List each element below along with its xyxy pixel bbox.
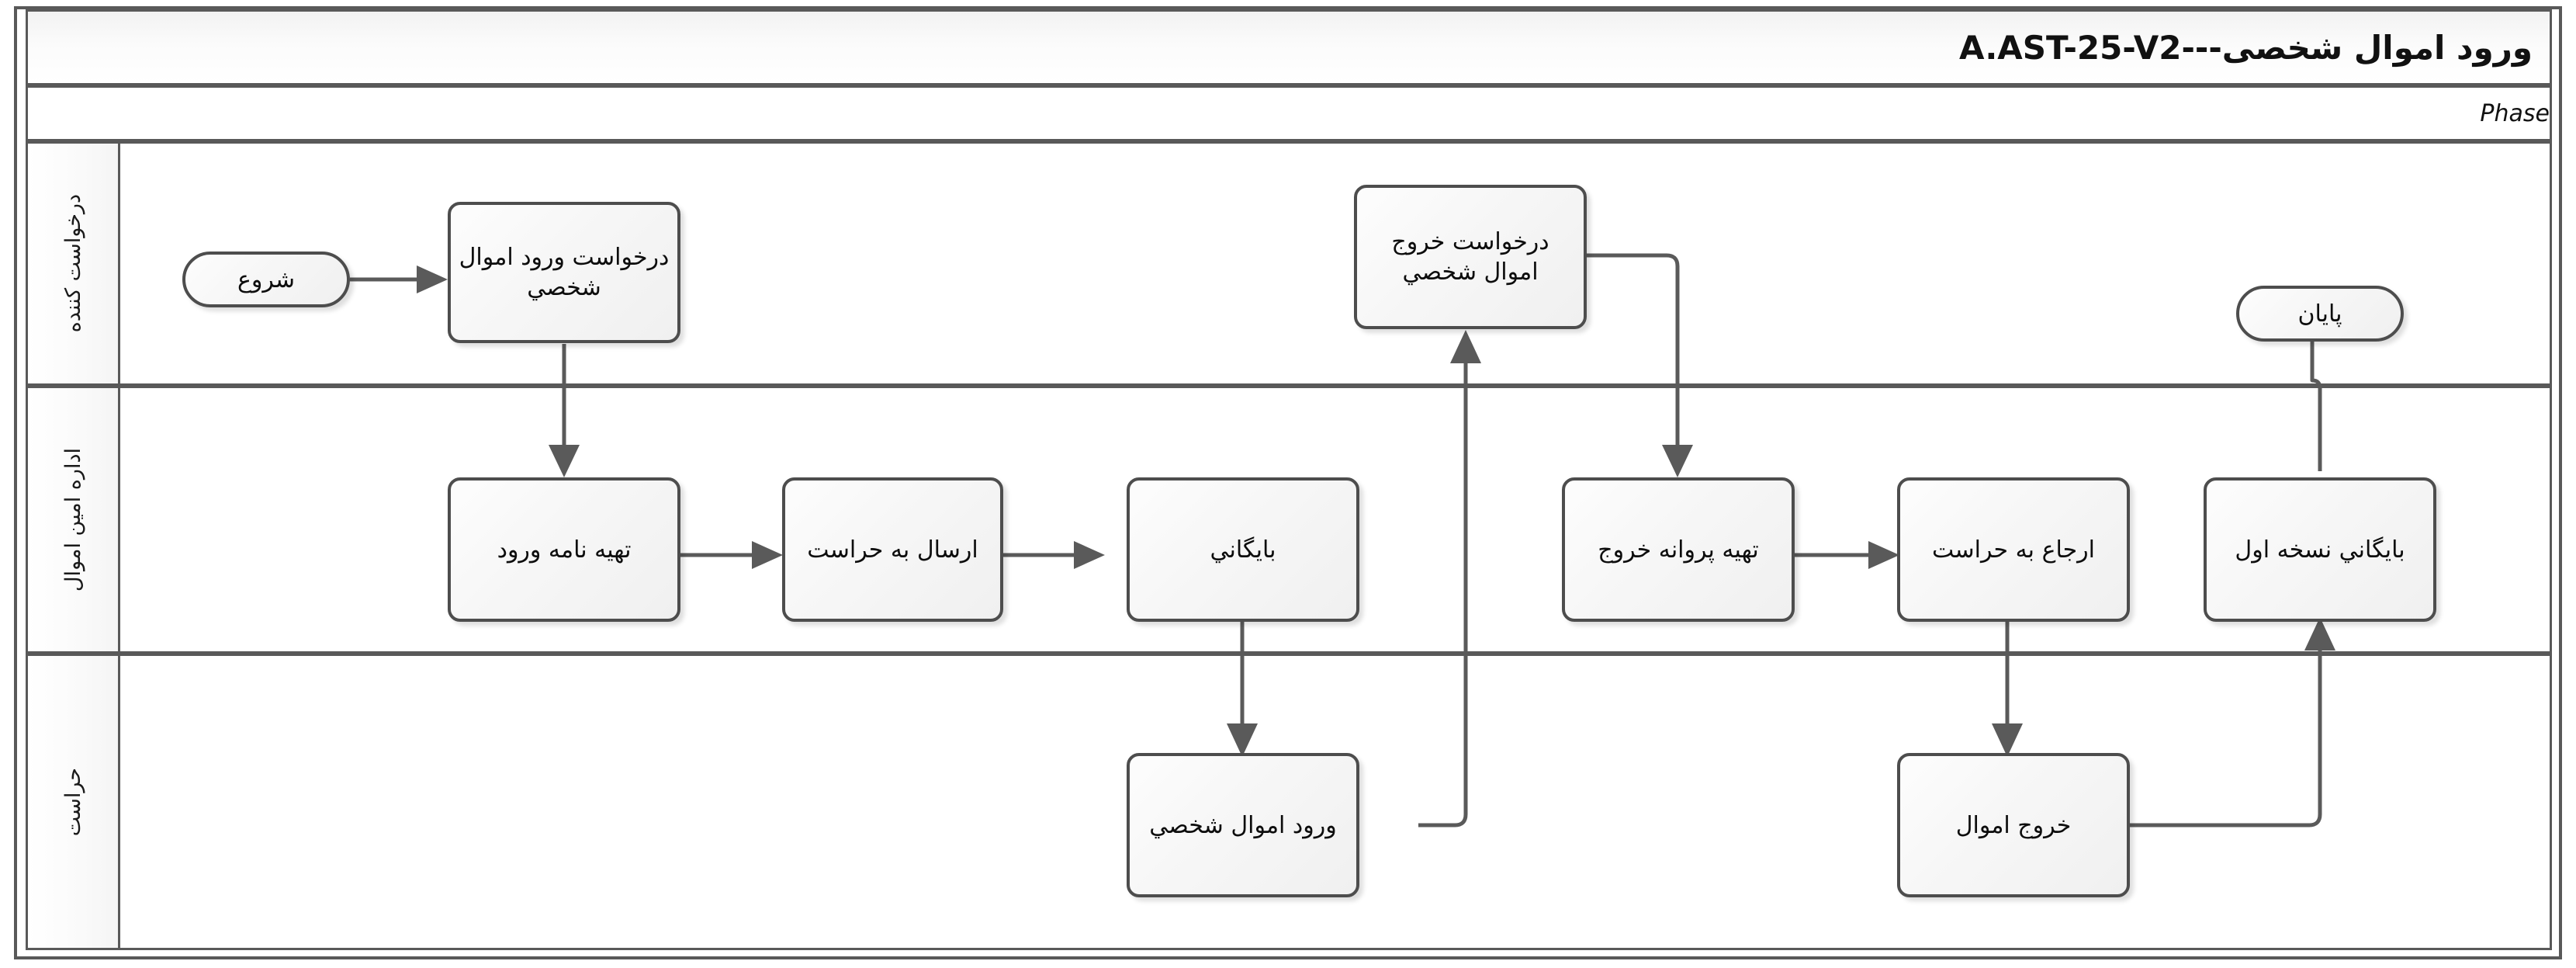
node-archive-copy1[interactable]: بايگاني نسخه اول [2204,477,2436,622]
lane-label-property-office: اداره امين اموال [61,447,85,592]
swimlane-requester: درخواست كننده [26,141,2552,386]
lane-header-property-office: اداره امين اموال [28,388,120,651]
page-title: ورود اموال شخصی---A.AST-25-V2 [1959,28,2533,67]
node-refer-security[interactable]: ارجاع به حراست [1897,477,2130,622]
node-prep-exit-permit[interactable]: تهيه پروانه خروج [1562,477,1795,622]
node-refer-security-label: ارجاع به حراست [1932,536,2095,564]
node-req-entry[interactable]: درخواست ورود اموال شخصي [448,202,680,343]
phase-band: Phase [26,85,2552,141]
node-send-security[interactable]: ارسال به حراست [782,477,1003,622]
lane-header-requester: درخواست كننده [28,144,120,383]
node-start[interactable]: شروع [182,252,350,307]
phase-label: Phase [2480,99,2550,127]
diagram-title-band: ورود اموال شخصی---A.AST-25-V2 [26,9,2552,85]
node-prep-entry-letter[interactable]: تهيه نامه ورود [448,477,680,622]
node-goods-exit[interactable]: خروج اموال [1897,753,2130,897]
lane-label-security: حراست [61,767,85,837]
node-archive-label: بايگاني [1210,536,1276,564]
node-req-exit-label: درخواست خروج اموال شخصي [1391,228,1549,286]
lane-label-requester: درخواست كننده [61,194,85,333]
node-end-label: پایان [2297,300,2342,328]
node-end[interactable]: پایان [2236,286,2404,342]
node-send-security-label: ارسال به حراست [807,536,978,564]
node-goods-entry-label: ورود اموال شخصي [1149,811,1337,839]
node-archive-copy1-label: بايگاني نسخه اول [2235,536,2405,564]
node-archive[interactable]: بايگاني [1127,477,1359,622]
node-goods-entry[interactable]: ورود اموال شخصي [1127,753,1359,897]
lane-header-security: حراست [28,656,120,948]
node-goods-exit-label: خروج اموال [1955,811,2072,839]
node-prep-exit-permit-label: تهيه پروانه خروج [1598,536,1759,564]
node-req-entry-label: درخواست ورود اموال شخصي [459,244,670,301]
node-prep-entry-letter-label: تهيه نامه ورود [497,536,632,564]
node-start-label: شروع [237,265,296,293]
node-req-exit[interactable]: درخواست خروج اموال شخصي [1354,185,1587,329]
